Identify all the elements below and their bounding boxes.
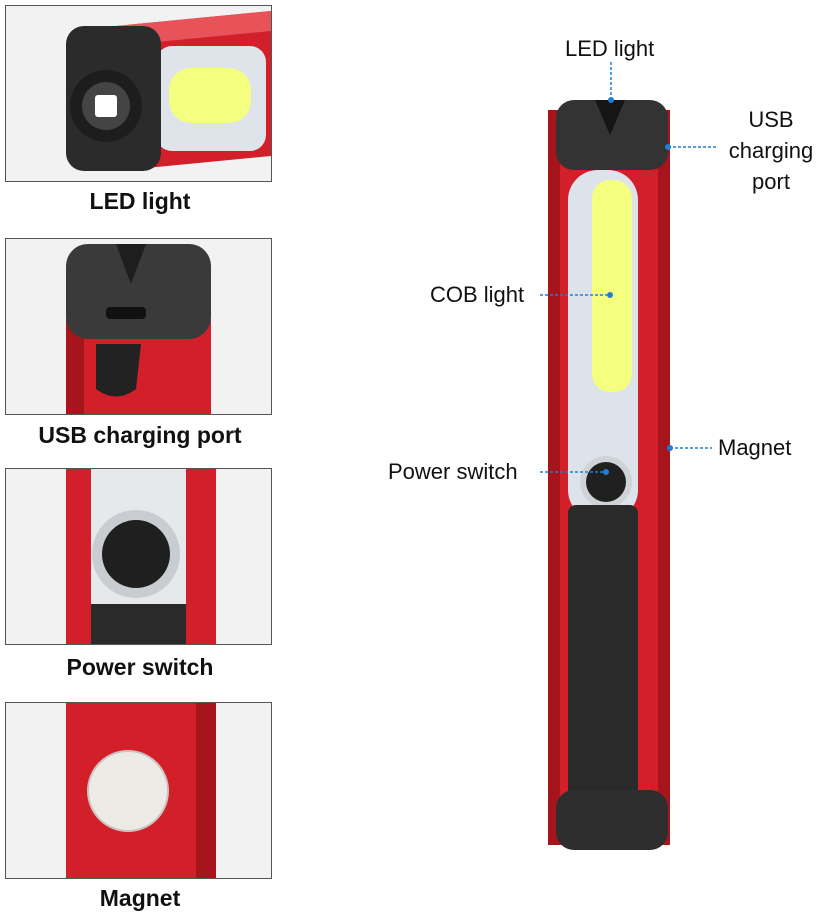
power-switch-detail-image bbox=[6, 469, 271, 644]
usb-port-detail-image bbox=[6, 239, 271, 414]
led-light-detail-image bbox=[6, 6, 271, 181]
callout-usb-line2: charging bbox=[728, 138, 814, 163]
callout-usb-line1: USB bbox=[748, 107, 794, 132]
led-light-caption: LED light bbox=[89, 188, 191, 214]
callout-usb-line3: port bbox=[752, 169, 790, 194]
callout-power-switch: Power switch bbox=[388, 459, 518, 484]
callout-magnet: Magnet bbox=[718, 435, 792, 460]
power-switch-caption: Power switch bbox=[66, 654, 214, 680]
magnet-caption: Magnet bbox=[99, 885, 181, 911]
magnet-detail-image bbox=[6, 703, 271, 878]
callout-cob-light: COB light bbox=[430, 282, 525, 307]
led-light-detail-panel bbox=[5, 5, 272, 182]
power-switch-detail-panel bbox=[5, 468, 272, 645]
callout-usb-charging-port: USB charging port bbox=[716, 104, 826, 197]
magnet-detail-panel bbox=[5, 702, 272, 879]
callout-led-light: LED light bbox=[565, 36, 655, 61]
usb-port-detail-panel bbox=[5, 238, 272, 415]
usb-port-caption: USB charging port bbox=[38, 422, 242, 448]
